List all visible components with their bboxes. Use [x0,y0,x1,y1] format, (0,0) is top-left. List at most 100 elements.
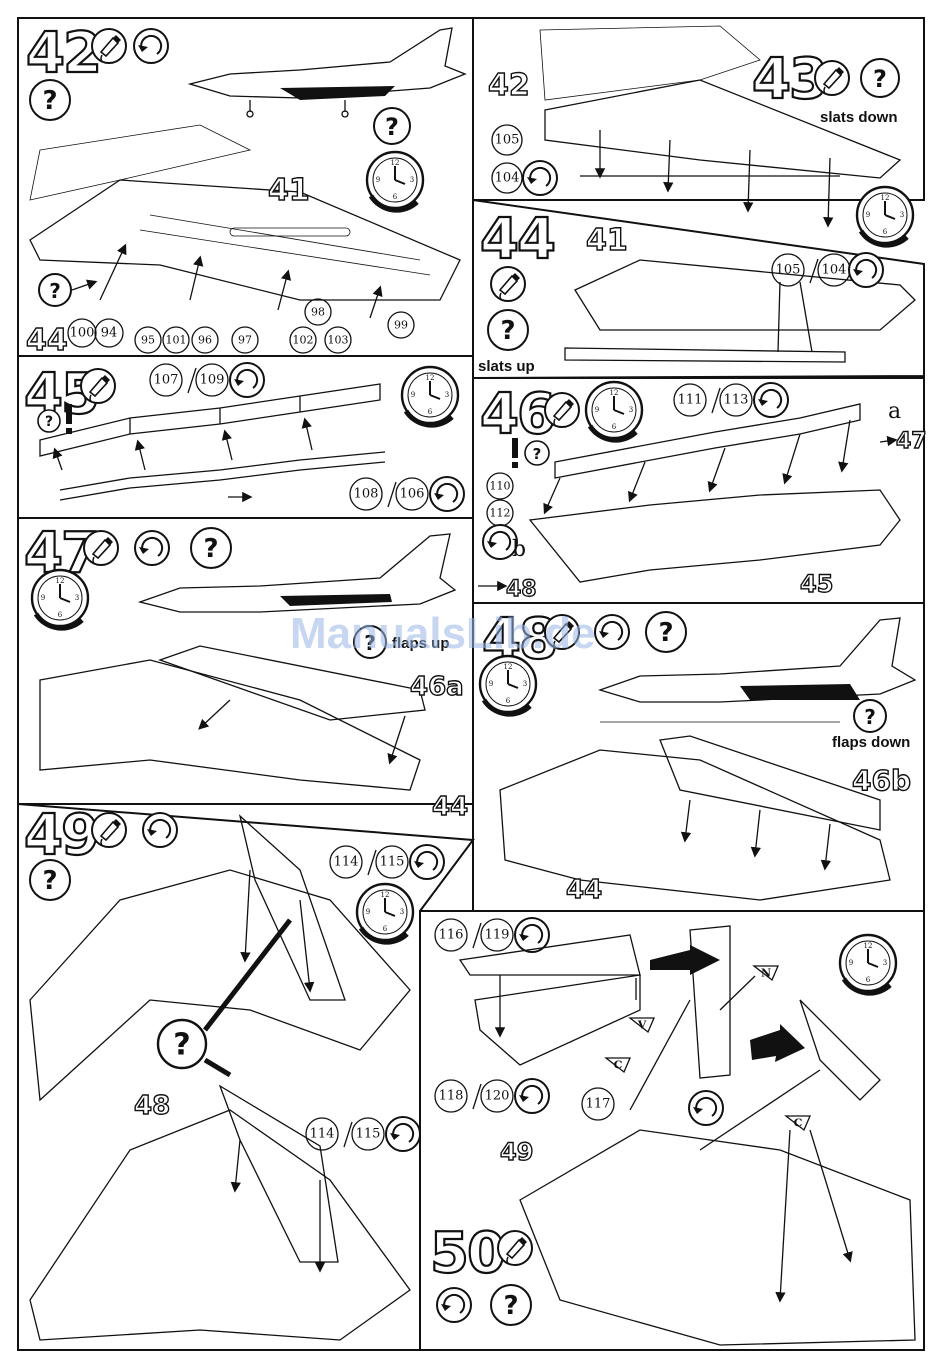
flap-part [240,816,345,1000]
step-42: 42 ? ? 41 ? 44 100 94 95 101 9 [26,21,465,358]
label-C2: C [794,1117,803,1130]
svg-text:103: 103 [328,334,349,347]
svg-text:115: 115 [356,1127,381,1142]
wing-drawing [545,80,900,178]
svg-text:107: 107 [154,373,179,388]
rotate-icon [515,918,549,952]
note-flaps-down: flaps down [832,734,910,751]
flap-drawing [530,404,900,582]
svg-text:105: 105 [495,133,520,148]
svg-text:102: 102 [293,334,314,347]
step-number: 46 [480,382,554,447]
svg-text:96: 96 [198,334,212,347]
airbrake-assembled [800,1000,880,1100]
svg-text:?: ? [45,414,53,430]
svg-text:94: 94 [101,326,118,341]
note-slats-up: slats up [478,358,535,375]
glue-icon [545,393,579,427]
rotate-icon [595,615,629,649]
rotate-icon [430,477,464,511]
svg-text:95: 95 [141,334,155,347]
label-V: V [637,1019,647,1032]
glue-icon [84,531,118,565]
panel-step-49 [18,804,473,1350]
svg-text:?: ? [864,705,876,729]
step-47: 47 ? ? flaps up 46a 44 [24,521,468,822]
glue-icon [498,1231,532,1265]
clock-icon [480,656,536,714]
clock-icon [586,382,642,440]
ref-part: 48 [134,1091,170,1121]
ref-part: 49 [500,1138,533,1166]
svg-text:116: 116 [439,928,464,943]
svg-text:113: 113 [724,393,749,408]
glue-icon [81,369,115,403]
svg-text:98: 98 [311,306,325,319]
step-number: 50 [430,1221,504,1286]
svg-text:104: 104 [822,263,847,278]
wing-drawing-lower [30,1110,410,1340]
ref-part-bottom: 44 [26,323,68,358]
svg-text:101: 101 [166,334,187,347]
svg-text:112: 112 [490,507,511,520]
svg-text:?: ? [49,279,61,303]
label-C: C [614,1059,623,1072]
svg-text:97: 97 [238,334,252,347]
svg-text:105: 105 [776,263,801,278]
svg-text:104: 104 [495,171,520,186]
svg-text:118: 118 [439,1089,464,1104]
step-49: 49 ? 114 115 ? 48 114 115 [24,803,444,1340]
step-50: 116 119 N 118 120 V C 117 C [430,918,915,1345]
ref-part: 46b [852,764,911,797]
ref-part: 46a [410,672,464,702]
svg-text:114: 114 [334,855,359,870]
ref-45: 45 [800,570,833,598]
glue-icon [491,267,525,301]
fuselage-drawing [520,1130,915,1345]
ref-part: 42 [488,68,530,103]
clock-icon [840,935,896,993]
rotate-icon [754,383,788,417]
svg-text:111: 111 [678,393,703,408]
wing-drawing [40,660,420,790]
rotate-icon [410,845,444,879]
glue-icon [92,29,126,63]
ref-b: b [512,537,526,562]
actuator-rod [630,1000,690,1110]
svg-text:?: ? [503,1291,518,1321]
svg-text:?: ? [203,534,218,564]
part-numbers: 100 94 95 101 96 97 98 102 103 99 [68,299,414,353]
rotate-icon [230,363,264,397]
clock-icon [857,187,913,245]
rotate-icon [386,1117,420,1151]
svg-text:119: 119 [485,928,510,943]
ref-48: 48 [506,577,537,602]
ref-47: 47 [896,429,927,454]
rotate-icon [437,1288,471,1322]
svg-text:108: 108 [354,487,379,502]
svg-text:?: ? [873,65,887,93]
ref-part-bottom: 44 [432,792,468,822]
svg-text:?: ? [42,86,57,116]
ref-a: a [888,399,901,424]
rotate-icon [523,161,557,195]
ref-part-bottom: 44 [566,875,602,905]
svg-text:?: ? [42,866,57,896]
svg-text:110: 110 [490,480,511,493]
wing-drawing [500,750,890,900]
svg-text:100: 100 [70,326,95,341]
rotate-icon [689,1091,723,1125]
glue-icon [815,61,849,95]
arrow-icon [650,945,720,975]
svg-text:115: 115 [380,855,405,870]
svg-text:120: 120 [485,1089,510,1104]
ref-part: 41 [586,223,628,258]
rotate-icon [515,1079,549,1113]
step-number: 49 [24,803,98,868]
svg-text:117: 117 [586,1097,611,1112]
svg-text:?: ? [658,618,673,648]
clock-icon [367,152,423,210]
step-number: 44 [480,207,554,272]
svg-text:?: ? [385,113,399,141]
rotate-icon [849,253,883,287]
